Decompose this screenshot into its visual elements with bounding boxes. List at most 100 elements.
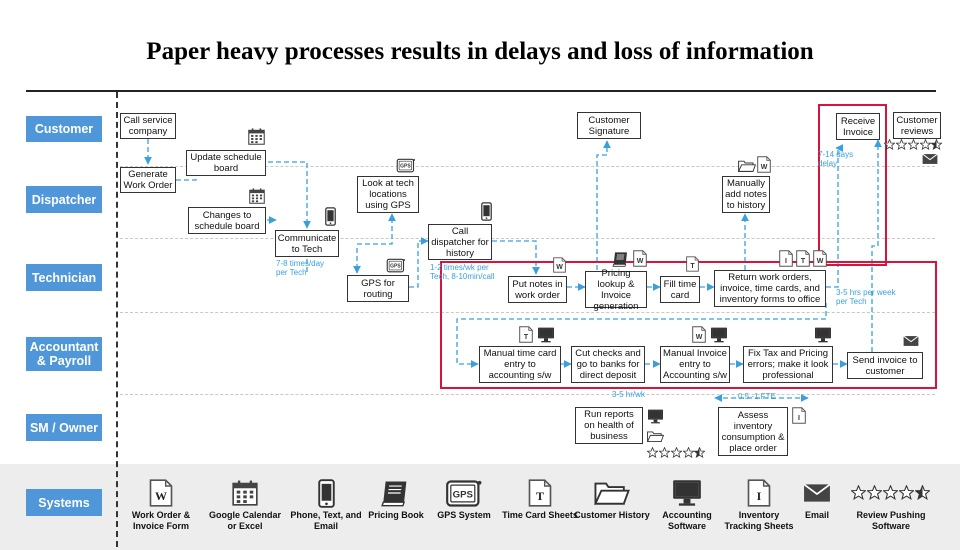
system-label: Inventory Tracking Sheets — [724, 510, 794, 531]
note-fte: 0.5 -1 FTE — [738, 392, 776, 401]
svg-text:T: T — [524, 334, 529, 341]
system-customer-history: Customer History — [572, 478, 652, 521]
note-hrs-per-week: 3-5 hrs per week per Tech — [836, 288, 896, 306]
step-fix-tax: Fix Tax and Pricing errors; make it look… — [743, 346, 833, 383]
book-icon — [381, 479, 411, 507]
system-label: Email — [804, 510, 829, 520]
system-label: Time Card Sheets — [502, 510, 578, 520]
step-assess-inventory: Assess inventory consumption & place ord… — [718, 407, 788, 456]
system-time-card: T Time Card Sheets — [500, 478, 580, 521]
system-email: Email — [777, 478, 857, 521]
lane-systems: Systems — [26, 489, 102, 516]
svg-text:I: I — [757, 489, 762, 503]
calendar-icon — [232, 480, 258, 506]
note-times-per-day: 7-8 times/day per Tech — [276, 259, 325, 277]
lane-customer: Customer — [26, 116, 102, 142]
gps-icon — [446, 479, 482, 508]
svg-text:T: T — [801, 258, 806, 265]
phone-icon — [325, 207, 336, 226]
step-customer-reviews: Customer reviews — [893, 112, 941, 139]
step-manual-time-card: Manual time card entry to accounting s/w — [479, 346, 561, 383]
envelope-icon — [903, 335, 919, 347]
step-cut-checks: Cut checks and go to banks for direct de… — [571, 346, 645, 383]
folder-icon — [647, 430, 664, 443]
monitor-icon — [814, 327, 832, 343]
step-gps-routing: GPS for routing — [347, 275, 409, 302]
work-order-icon: W — [692, 326, 706, 343]
svg-text:W: W — [817, 258, 824, 265]
work-order-icon: W — [813, 250, 827, 267]
phone-icon — [481, 202, 492, 221]
lane-technician: Technician — [26, 264, 102, 291]
title-divider — [26, 90, 936, 92]
system-phone: Phone, Text, and Email — [286, 478, 366, 531]
work-order-icon: W — [553, 257, 566, 273]
note-times-per-week: 1-2 times/wk per Tech, 8-10min/call — [430, 263, 495, 281]
monitor-icon — [537, 327, 555, 343]
folder-icon — [594, 480, 630, 506]
systems-band — [0, 464, 960, 550]
calendar-icon — [248, 128, 265, 145]
step-pricing-lookup: Pricing lookup & Invoice generation — [585, 268, 647, 312]
svg-text:W: W — [761, 164, 768, 171]
step-return-work-orders: Return work orders, invoice, time cards,… — [714, 270, 826, 307]
inventory-sheet-icon: I — [792, 407, 806, 424]
system-calendar: Google Calendar or Excel — [205, 478, 285, 531]
time-card-icon: T — [796, 250, 810, 267]
system-review-software: Review Pushing Software — [850, 478, 932, 531]
book-icon — [612, 251, 630, 267]
step-fill-time-card: Fill time card — [660, 276, 700, 303]
step-customer-signature: Customer Signature — [577, 112, 641, 139]
step-call-service: Call service company — [120, 113, 176, 139]
lane-separator — [120, 166, 935, 167]
inventory-sheet-icon: I — [747, 479, 771, 507]
note-delay: 7-14 days delay — [818, 150, 854, 168]
gps-icon — [386, 258, 406, 273]
step-communicate-tech: Communicate to Tech — [275, 230, 339, 257]
inventory-sheet-icon: I — [779, 250, 793, 267]
svg-text:T: T — [536, 489, 544, 503]
lane-separator — [120, 312, 935, 313]
highlight-delay-box — [818, 104, 887, 266]
work-order-icon: W — [757, 156, 771, 173]
highlight-paper-box — [440, 261, 937, 389]
lane-accountant-payroll: Accountant & Payroll — [26, 337, 102, 371]
lane-divider — [116, 92, 118, 547]
work-order-icon: W — [149, 479, 173, 507]
note-hr-wk: 3-5 hr/wk — [612, 390, 645, 399]
system-label: Accounting Software — [662, 510, 712, 531]
lane-dispatcher: Dispatcher — [26, 186, 102, 213]
svg-text:I: I — [785, 258, 787, 265]
phone-icon — [318, 479, 335, 508]
monitor-icon — [647, 409, 664, 424]
system-label: Review Pushing Software — [856, 510, 926, 531]
system-gps: GPS System — [424, 478, 504, 521]
calendar-icon — [249, 188, 265, 204]
svg-text:T: T — [690, 263, 695, 270]
svg-text:I: I — [798, 415, 800, 422]
system-label: Phone, Text, and Email — [290, 510, 362, 531]
step-put-notes: Put notes in work order — [508, 276, 567, 303]
system-label: Work Order & Invoice Form — [131, 510, 191, 531]
svg-text:W: W — [556, 264, 563, 271]
step-manual-invoice: Manual Invoice entry to Accounting s/w — [660, 346, 730, 383]
time-card-icon: T — [519, 326, 533, 343]
svg-text:W: W — [637, 258, 644, 265]
system-label: Customer History — [574, 510, 650, 520]
system-label: GPS System — [437, 510, 491, 520]
system-inventory-sheets: I Inventory Tracking Sheets — [719, 478, 799, 531]
gps-icon — [396, 158, 416, 173]
step-look-gps: Look at tech locations using GPS — [357, 176, 419, 213]
envelope-icon — [803, 483, 831, 503]
envelope-icon — [922, 153, 938, 165]
lane-sm-owner: SM / Owner — [26, 414, 102, 441]
system-label: Pricing Book — [368, 510, 424, 520]
time-card-icon: T — [528, 479, 552, 507]
work-order-icon: W — [633, 250, 647, 267]
system-work-order: W Work Order & Invoice Form — [121, 478, 201, 531]
lane-separator — [120, 238, 935, 239]
system-label: Google Calendar or Excel — [208, 510, 281, 531]
lane-separator — [120, 394, 935, 395]
monitor-icon — [672, 479, 702, 507]
